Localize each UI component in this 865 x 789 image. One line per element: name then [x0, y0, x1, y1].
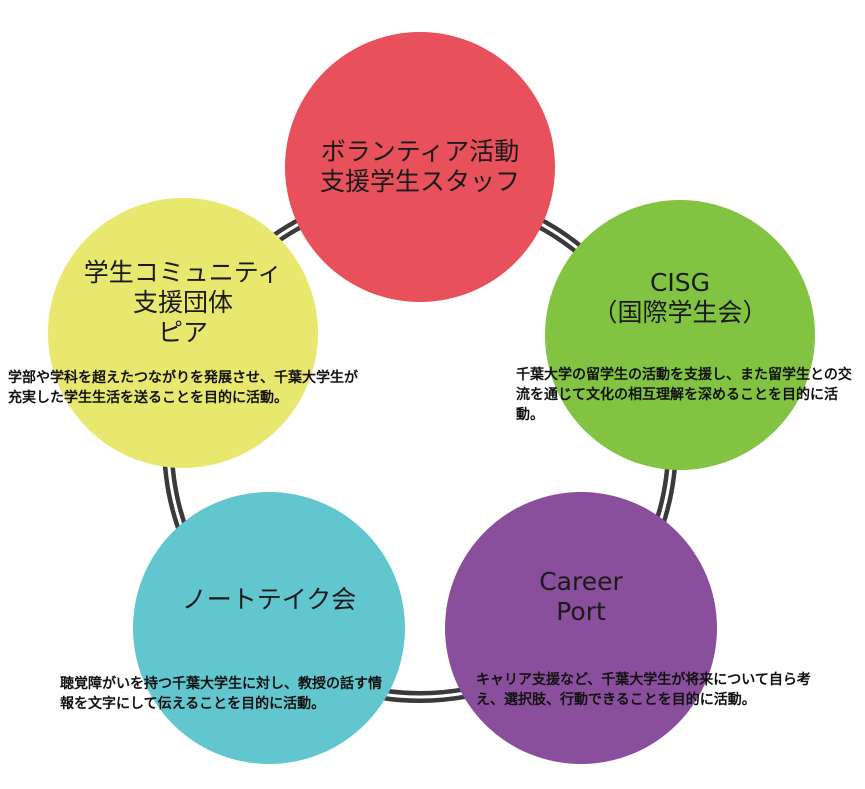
- volunteer-staff-circle: [285, 32, 555, 302]
- cisg-description: 千葉大学の留学生の活動を支援し、また留学生との交流を通じて文化の相互理解を深める…: [516, 367, 852, 423]
- peer-support-circle: [48, 198, 318, 468]
- notetaker-circle: [133, 492, 405, 764]
- volunteer-title-line-2: 支援学生スタッフ: [319, 167, 520, 196]
- peer-title-line-2: 支援団体: [132, 288, 233, 317]
- career-port-circle: [445, 492, 717, 764]
- career-port-description: キャリア支援など、千葉大学生が将来について自ら考え、選択肢、行動できることを目的…: [476, 672, 811, 708]
- peer-support-description: 学部や学科を超えたつながりを発展させ、千葉大学生が充実した学生生活を送ることを目…: [8, 370, 358, 406]
- career-title-line-1: Career: [539, 567, 623, 596]
- peer-title-line-3: ピア: [157, 318, 208, 347]
- volunteer-staff-title: ボランティア活動 支援学生スタッフ: [285, 137, 555, 197]
- volunteer-title-line-1: ボランティア活動: [320, 137, 520, 166]
- notetaker-title: ノートテイク会: [133, 585, 405, 615]
- notetaker-description: 聴覚障がいを持つ千葉大学生に対し、教授の話す情報を文字にして伝えることを目的に活…: [60, 676, 382, 712]
- career-title-line-2: Port: [556, 597, 606, 626]
- cisg-title-line-2: （国際学生会）: [592, 298, 768, 327]
- notetaker-title-line-1: ノートテイク会: [181, 585, 357, 614]
- career-port-title: Career Port: [445, 567, 717, 627]
- peer-support-title: 学生コミュニティ 支援団体 ピア: [48, 258, 318, 348]
- cisg-circle: [545, 200, 815, 470]
- cisg-title-line-1: CISG: [649, 268, 711, 297]
- peer-title-line-1: 学生コミュニティ: [83, 258, 283, 287]
- cisg-title: CISG （国際学生会）: [545, 268, 815, 328]
